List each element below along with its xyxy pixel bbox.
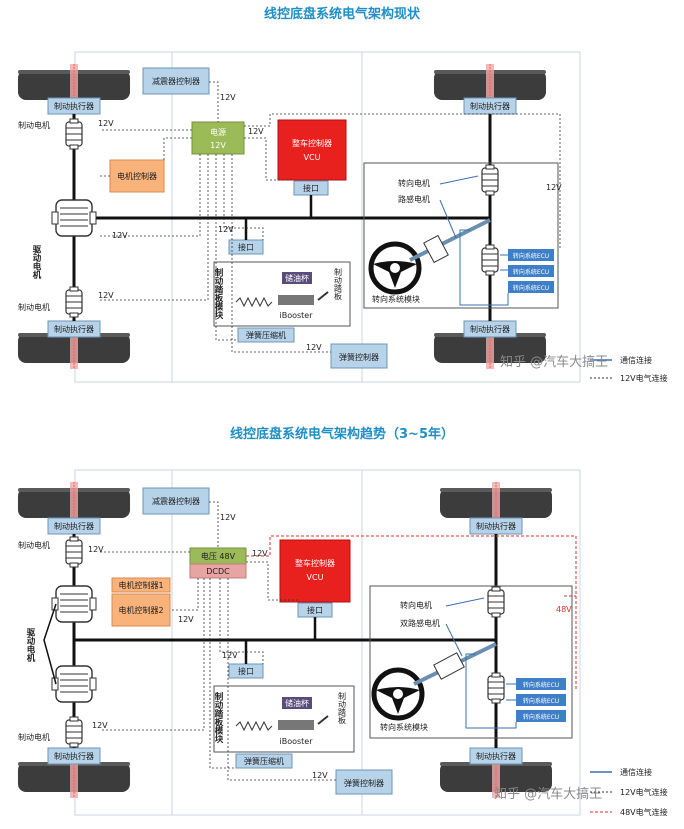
top-spring-ctrl: 弹簧控制器 bbox=[339, 352, 379, 362]
b-brake-motor-rl-icon bbox=[65, 716, 83, 748]
b-v12-c: 12V bbox=[252, 549, 268, 558]
b-motor-ctrl1: 电机控制器1 bbox=[118, 580, 163, 590]
top-diagram: 线控底盘系统电气架构现状 制动执行器 制动执行器 制动执行器 制动执行器 制动电… bbox=[17, 6, 668, 383]
b-brake-actuator-fl: 制动执行器 bbox=[54, 521, 94, 531]
b-steer-ecu-2: 转向系统ECU bbox=[523, 697, 559, 705]
top-steer-motor-label: 转向电机 bbox=[398, 178, 430, 188]
top-vcu-line2: VCU bbox=[304, 153, 321, 162]
top-brake-motor-label-2: 制动电机 bbox=[18, 302, 50, 312]
b-pedal-iface: 接口 bbox=[238, 666, 254, 676]
b-brake-actuator-rr: 制动执行器 bbox=[476, 751, 516, 761]
b-dcdc: DCDC bbox=[206, 567, 230, 576]
top-steer-ecu-2: 转向系统ECU bbox=[513, 268, 549, 276]
b-steer-ecu-3: 转向系统ECU bbox=[523, 713, 559, 721]
top-title: 线控底盘系统电气架构现状 bbox=[264, 6, 421, 22]
top-v12-f: 12V bbox=[218, 225, 234, 234]
top-v12-a: 12V bbox=[220, 93, 236, 102]
top-pedal-iface: 接口 bbox=[238, 242, 254, 252]
top-brake-actuator-fl: 制动执行器 bbox=[54, 101, 94, 111]
b-legend-12v: 12V电气连接 bbox=[620, 787, 668, 797]
top-v12-d: 12V bbox=[112, 231, 128, 240]
b-vcu-iface: 接口 bbox=[307, 605, 323, 615]
top-power-line2: 12V bbox=[210, 141, 226, 150]
top-steer-ecu-3: 转向系统ECU bbox=[513, 284, 549, 292]
top-steering-wheel-icon bbox=[371, 244, 419, 292]
top-v12-c: 12V bbox=[248, 127, 264, 136]
top-v12-b: 12V bbox=[98, 119, 114, 128]
top-power-line1: 电源 bbox=[210, 127, 226, 137]
top-ibooster: iBooster bbox=[279, 311, 313, 320]
b-brake-motor-label-1: 制动电机 bbox=[18, 540, 50, 550]
top-pedal-module-label: 制动踏板模块 bbox=[213, 267, 223, 320]
b-v12-a: 12V bbox=[220, 513, 236, 522]
b-v12-g: 12V bbox=[312, 771, 328, 780]
b-brake-motor-label-2: 制动电机 bbox=[18, 732, 50, 742]
b-v48: 48V bbox=[556, 605, 572, 614]
top-pedal-label: 制动踏板 bbox=[334, 267, 343, 301]
b-v12-f: 12V bbox=[222, 651, 238, 660]
b-ibooster: iBooster bbox=[279, 737, 313, 746]
top-legend-12v: 12V电气连接 bbox=[620, 373, 668, 383]
b-spring-comp: 弹簧压缩机 bbox=[244, 756, 284, 766]
top-shock-ctrl: 减震器控制器 bbox=[152, 76, 200, 86]
b-drive-motor-1-icon bbox=[51, 585, 97, 623]
top-feel-motor-icon bbox=[481, 244, 499, 276]
top-brake-motor-fl-icon bbox=[65, 118, 83, 150]
b-steer-motor-label: 转向电机 bbox=[400, 600, 432, 610]
b-dual-feel-motor-label: 双路感电机 bbox=[400, 618, 440, 628]
top-brake-actuator-rl: 制动执行器 bbox=[54, 324, 94, 334]
b-legend-48v: 48V电气连接 bbox=[620, 807, 668, 817]
top-spring-comp: 弹簧压缩机 bbox=[246, 330, 286, 340]
top-brake-actuator-rr: 制动执行器 bbox=[470, 324, 510, 334]
b-vcu-line1: 整车控制器 bbox=[295, 558, 335, 568]
b-steer-motor-icon bbox=[487, 586, 505, 618]
top-feel-motor-label: 路感电机 bbox=[398, 194, 430, 204]
b-brake-actuator-fr: 制动执行器 bbox=[476, 521, 516, 531]
top-motor-ctrl: 电机控制器 bbox=[117, 171, 157, 181]
b-shock-ctrl: 减震器控制器 bbox=[152, 496, 200, 506]
b-pedal-module-label: 制动踏板模块 bbox=[213, 691, 223, 744]
b-steering-wheel-icon bbox=[374, 670, 422, 718]
top-v12-h: 12V bbox=[546, 183, 562, 192]
b-steer-ecu-1: 转向系统ECU bbox=[523, 681, 559, 689]
b-reservoir: 储油杯 bbox=[285, 698, 309, 708]
b-spring-ctrl: 弹簧控制器 bbox=[344, 778, 384, 788]
top-brake-actuator-fr: 制动执行器 bbox=[470, 101, 510, 111]
top-vcu-line1: 整车控制器 bbox=[292, 138, 332, 148]
b-vcu-line2: VCU bbox=[307, 573, 324, 582]
top-brake-motor-label-1: 制动电机 bbox=[18, 120, 50, 130]
top-steer-motor-icon bbox=[481, 164, 499, 196]
top-legend-comm: 通信连接 bbox=[620, 355, 652, 365]
bottom-diagram: 线控底盘系统电气架构趋势（3~5年） 制动执行器 制动执行器 制动执行器 制动执… bbox=[17, 426, 668, 817]
b-feel-motor-icon bbox=[487, 672, 505, 704]
b-v12-b: 12V bbox=[88, 545, 104, 554]
b-brake-actuator-rl: 制动执行器 bbox=[54, 751, 94, 761]
b-drive-motor-label: 驱动电机 bbox=[25, 628, 35, 663]
b-drive-motor-2-icon bbox=[51, 665, 97, 703]
b-pedal-label: 制动踏板 bbox=[338, 691, 347, 725]
top-brake-motor-rl-icon bbox=[65, 286, 83, 318]
top-watermark: 知乎 @汽车大搞王 bbox=[500, 354, 608, 370]
top-drive-motor-icon bbox=[51, 199, 97, 237]
top-steer-ecu-1: 转向系统ECU bbox=[513, 252, 549, 260]
b-motor-ctrl2: 电机控制器2 bbox=[118, 605, 163, 615]
b-legend-comm: 通信连接 bbox=[620, 767, 652, 777]
b-watermark: 知乎 @汽车大搞王 bbox=[494, 786, 602, 802]
b-power-line1: 电压 48V bbox=[201, 551, 236, 561]
top-steer-module: 转向系统模块 bbox=[372, 294, 420, 304]
top-vcu-iface: 接口 bbox=[303, 183, 319, 193]
top-v12-g: 12V bbox=[306, 343, 322, 352]
b-steer-module: 转向系统模块 bbox=[380, 722, 428, 732]
b-brake-motor-fl-icon bbox=[65, 536, 83, 568]
top-v12-e: 12V bbox=[98, 291, 114, 300]
b-v12-e: 12V bbox=[92, 721, 108, 730]
b-v12-d: 12V bbox=[178, 615, 194, 624]
bottom-title: 线控底盘系统电气架构趋势（3~5年） bbox=[230, 426, 454, 442]
top-drive-motor-label: 驱动电机 bbox=[31, 245, 41, 280]
top-reservoir: 储油杯 bbox=[285, 273, 309, 283]
